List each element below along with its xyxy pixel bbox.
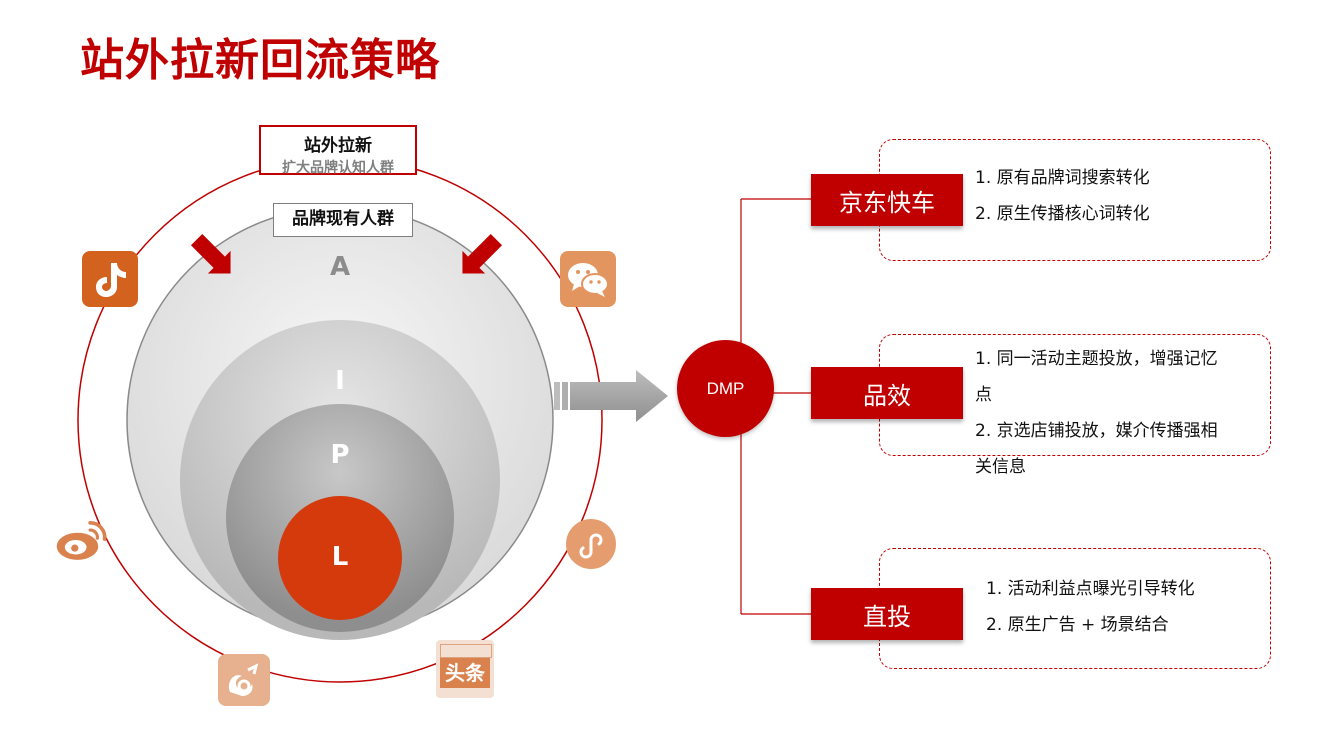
inward-arrow-left [190, 233, 231, 274]
douyin-icon [82, 251, 138, 307]
layer-a-label: A [329, 252, 351, 282]
detail-line: 2. 原生广告 + 场景结合 [986, 615, 1169, 635]
outer-audience-box: 站外拉新 扩大品牌认知人群 [259, 125, 417, 176]
dmp-node: DMP [677, 340, 774, 437]
uc-browser-icon [218, 654, 270, 706]
detail-text-direct: 1. 活动利益点曝光引导转化 2. 原生广告 + 场景结合 [986, 571, 1195, 643]
detail-line: 1. 活动利益点曝光引导转化 [986, 579, 1195, 599]
wechat-icon [560, 251, 616, 307]
toutiao-label: 头条 [440, 658, 490, 688]
detail-text-jd-express: 1. 原有品牌词搜索转化 2. 原生传播核心词转化 [975, 160, 1150, 232]
outer-box-subtitle: 扩大品牌认知人群 [282, 160, 394, 176]
layer-i-label: I [335, 366, 345, 396]
flow-arrow [554, 370, 668, 422]
outer-box-title: 站外拉新 [304, 136, 372, 156]
layer-p-label: P [330, 440, 350, 470]
channel-pill-jd-express: 京东快车 [811, 174, 963, 226]
toutiao-header-decoration [440, 644, 492, 658]
layer-l-circle [278, 496, 402, 620]
toutiao-icon: 头条 [436, 640, 494, 698]
detail-line: 2. 京选店铺投放，媒介传播强相 [975, 421, 1218, 441]
detail-line: 点 [975, 385, 992, 405]
detail-line: 1. 同一活动主题投放，增强记忆 [975, 349, 1218, 369]
detail-line: 2. 原生传播核心词转化 [975, 204, 1150, 224]
detail-line: 关信息 [975, 457, 1026, 477]
channel-pill-direct: 直投 [811, 588, 963, 640]
weibo-icon [54, 512, 110, 568]
detail-text-brand-effect: 1. 同一活动主题投放，增强记忆 点 2. 京选店铺投放，媒介传播强相 关信息 [975, 341, 1218, 485]
detail-line: 1. 原有品牌词搜索转化 [975, 168, 1150, 188]
miniprogram-icon [566, 519, 616, 569]
page-title: 站外拉新回流策略 [80, 35, 440, 86]
inward-arrow-right [462, 233, 503, 274]
inner-audience-box: 品牌现有人群 [273, 203, 413, 237]
layer-l-label: L [331, 542, 349, 572]
channel-pill-brand-effect: 品效 [811, 367, 963, 419]
